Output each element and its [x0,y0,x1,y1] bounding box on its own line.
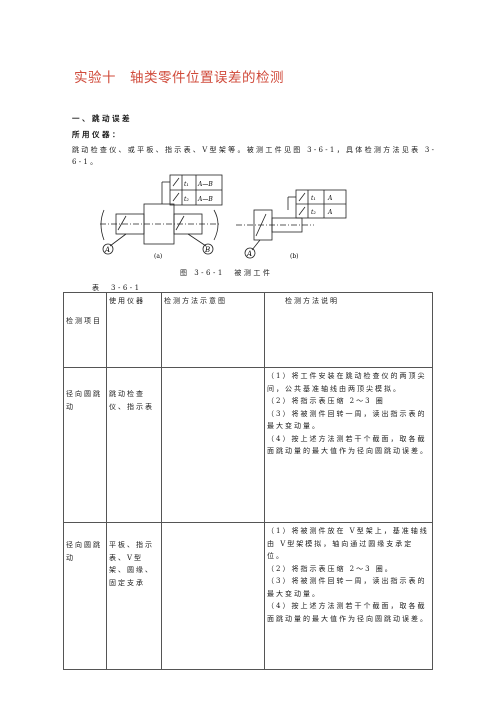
table-row: 径向圆跳动 跳动检查仪、指示表 （1）将工件安装在跳动检查仪的两顶尖间，公共基准… [63,367,433,523]
figure-a: t₁ A—B t₂ A—B A B (a) [100,174,223,260]
svg-text:(b): (b) [290,253,299,260]
header-tool: 使用仪器 [106,292,162,368]
page-title: 实验十 轴类零件位置误差的检测 [74,70,284,86]
header-desc: 检测方法说明 [264,292,433,368]
row-desc: （1）将工件安装在跳动检查仪的两顶尖间，公共基准轴线由两顶尖模拟。 （2）将指示… [264,367,433,523]
tools-label: 所用仪器： [72,130,122,139]
svg-text:A: A [246,250,252,258]
row-desc: （1）将被测件放在 V型架上，基准轴线由 V型架模拟，轴向通过圆缘支承定位。 （… [264,522,433,670]
row-item: 径向圆跳动 [63,522,107,670]
header-diagram: 检测方法示意图 [161,292,265,368]
row-diagram [161,522,265,670]
svg-text:B: B [204,246,210,254]
row-diagram [161,367,265,523]
table-row: 径向圆跳动 平板、指示表、V型架、圆缘、固定支承 （1）将被测件放在 V型架上，… [63,522,433,670]
svg-text:A—B: A—B [197,181,213,188]
svg-text:t₂: t₂ [184,196,189,203]
svg-text:t₁: t₁ [184,181,189,188]
section-heading: 一、跳动误差 [72,114,132,123]
row-tool: 跳动检查仪、指示表 [106,367,162,523]
table-label: 表 3-6-1 [92,284,142,292]
intro-paragraph: 跳动检查仪、或平板、指示表、V型架等。被测工件见图 3-6-1，具体检测方法见表… [72,146,437,166]
svg-text:A—B: A—B [197,196,213,203]
row-item: 径向圆跳动 [63,367,107,523]
svg-text:t₁: t₁ [311,195,316,202]
inspection-table: 检测项目 使用仪器 检测方法示意图 检测方法说明 径向圆跳动 跳动检查仪、指示表… [63,292,433,670]
svg-text:A: A [327,195,333,202]
figure-b: t₁ A t₂ A A (b) [236,189,347,260]
svg-text:A: A [104,246,110,254]
table-header-row: 检测项目 使用仪器 检测方法示意图 检测方法说明 [63,292,433,368]
figure-caption: 图 3-6-1 被测工件 [180,269,273,277]
header-item: 检测项目 [63,292,107,368]
svg-text:A: A [327,209,333,216]
svg-text:t₂: t₂ [311,209,316,216]
row-tool: 平板、指示表、V型架、圆缘、固定支承 [106,522,162,670]
svg-text:(a): (a) [154,253,162,260]
